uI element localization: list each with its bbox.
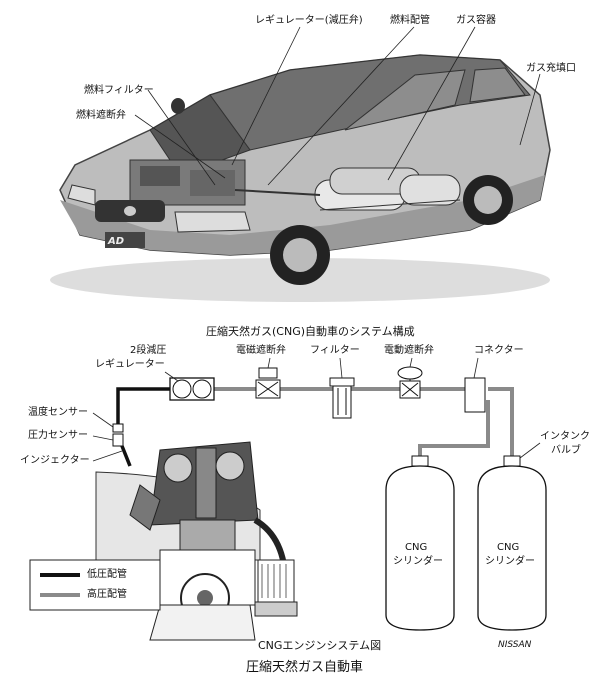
low-pressure-pipe [116, 387, 170, 431]
injector-line [120, 445, 132, 467]
label-gas-container: ガス容器 [456, 15, 496, 26]
label-in-tank-valve-2: バルブ [551, 445, 581, 456]
legend-low-pressure-label: 低圧配管 [87, 569, 127, 580]
car-badge: AD [108, 236, 125, 247]
rear-wheel [463, 175, 513, 225]
label-connector: コネクター [474, 345, 524, 356]
label-regulator-2stage-1: 2段減圧 [130, 345, 167, 356]
car-leader-lines [134, 26, 541, 186]
cylinder-right-text-1: CNG [497, 542, 520, 553]
label-electric-valve: 電動遮断弁 [384, 345, 434, 356]
label-regulator: レギュレーター(減圧弁) [255, 15, 363, 26]
gas-tanks-illustration [314, 167, 461, 211]
legend-high-pressure-label: 高圧配管 [87, 589, 127, 600]
label-in-tank-valve-1: インタンク [540, 431, 590, 442]
high-pressure-branch-left [418, 400, 490, 460]
high-pressure-branch-right [488, 387, 514, 460]
temperature-sensor [112, 423, 124, 433]
main-caption: 圧縮天然ガス自動車 [246, 660, 364, 675]
label-filter: フィルター [310, 345, 360, 356]
label-temp-sensor: 温度センサー [28, 407, 88, 418]
label-regulator-2stage-2: レギュレーター [95, 359, 165, 370]
label-solenoid-valve: 電磁遮断弁 [236, 345, 286, 356]
label-gas-filler: ガス充填口 [526, 63, 576, 74]
pressure-sensor [112, 433, 124, 447]
connector-block [464, 377, 486, 413]
filter-unit [329, 377, 355, 419]
label-fuel-piping: 燃料配管 [390, 15, 430, 26]
front-wheel [270, 225, 330, 285]
solenoid-shutoff-valve [255, 367, 281, 399]
cng-cylinder-right [477, 455, 547, 631]
cylinder-right-text-2: シリンダー [485, 556, 535, 567]
two-stage-regulator [169, 377, 215, 401]
label-fuel-shutoff: 燃料遮断弁 [76, 110, 126, 121]
engine-caption: CNGエンジンシステム図 [258, 639, 382, 652]
label-fuel-filter: 燃料フィルター [84, 85, 154, 96]
car-illustration [50, 54, 551, 302]
label-pressure-sensor: 圧力センサー [28, 430, 88, 441]
car-caption: 圧縮天然ガス(CNG)自動車のシステム構成 [206, 325, 415, 338]
cylinder-left-text-1: CNG [405, 542, 428, 553]
cylinder-left-text-2: シリンダー [393, 556, 443, 567]
system-diagram [29, 357, 547, 641]
brand-nissan: NISSAN [498, 640, 532, 650]
electric-shutoff-valve [397, 366, 423, 399]
cng-cylinder-left [385, 455, 455, 631]
label-injector: インジェクター [20, 455, 90, 466]
engine-cross-section [95, 441, 298, 641]
legend [29, 559, 161, 611]
